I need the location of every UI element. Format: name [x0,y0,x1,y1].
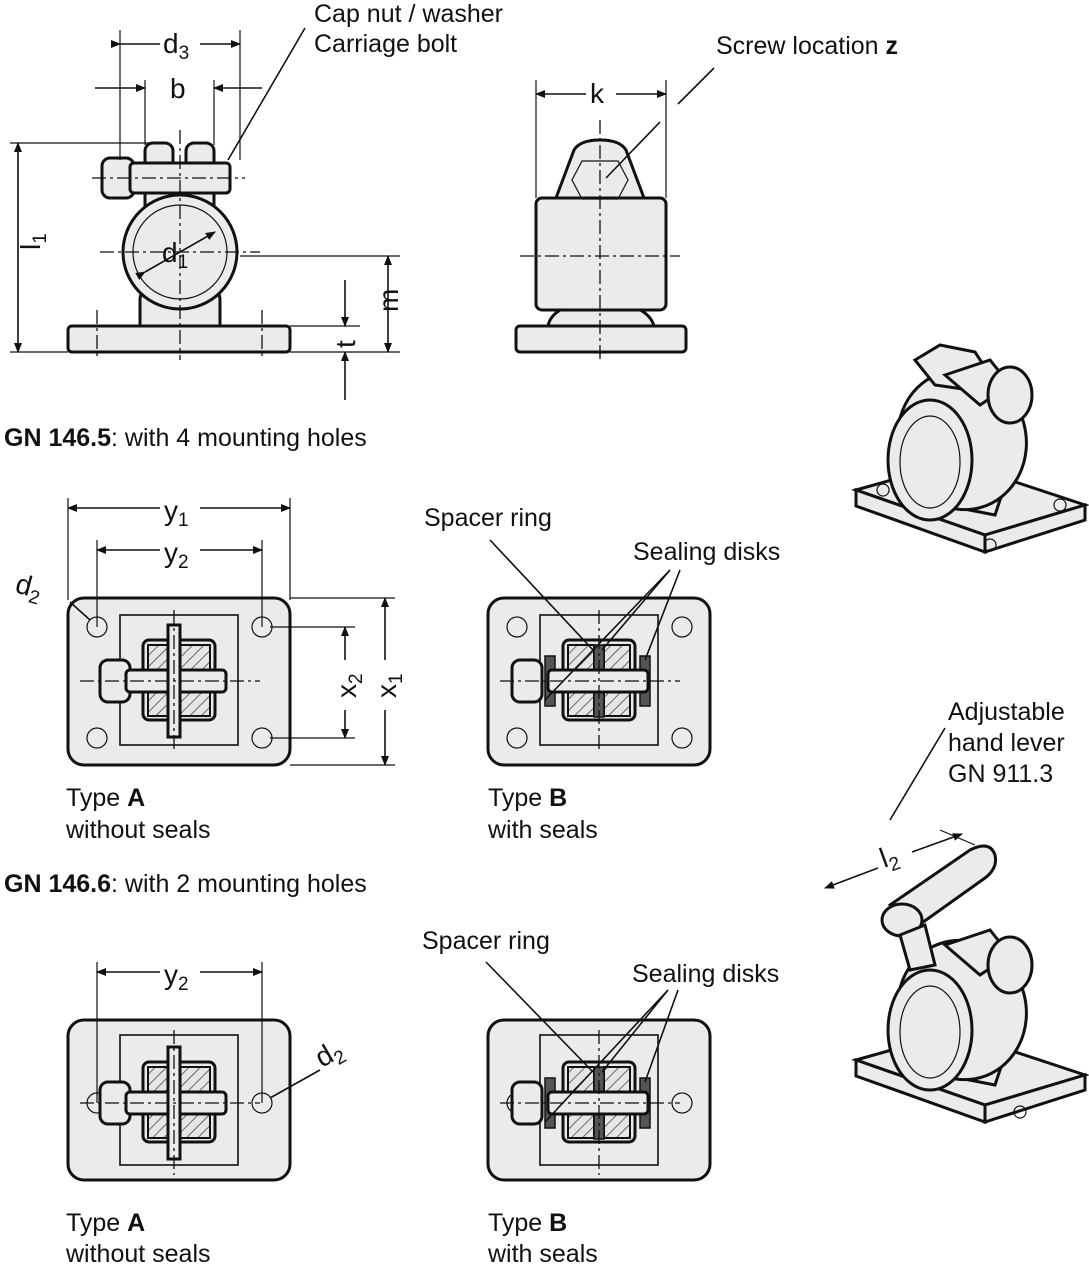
label-y1: y1 [164,495,189,531]
label-d3: d3 [163,28,189,64]
type-b-desc-2: with seals [487,1240,598,1268]
label-t: t [330,340,361,348]
label-d2-b: d2 [310,1033,351,1077]
label-y2-b: y2 [164,959,189,995]
label-cap-nut: Cap nut / washer [314,0,503,28]
label-l2: l2 [875,839,903,879]
heading-gn-146-5: GN 146.5: with 4 mounting holes [4,424,367,452]
spacer-ring-label-2: Spacer ring [422,927,550,955]
label-x2: x2 [331,673,367,698]
type-a-label-1: Type A [66,784,145,812]
iso-view-gn146-6-with-lever [824,727,1089,1125]
type-a-label-2: Type A [66,1209,145,1237]
sealing-disks-label-2: Sealing disks [632,960,779,988]
top-view-type-a-2-holes [66,962,321,1182]
label-b: b [170,73,186,104]
lever-label-line-2: hand lever [948,729,1065,757]
top-view-type-b-2-holes [485,961,712,1182]
lever-label-line-1: Adjustable [948,698,1065,726]
label-m: m [373,289,404,312]
lever-label-line-3: GN 911.3 [948,760,1053,788]
label-l1: l1 [15,233,51,250]
label-x1: x1 [371,673,407,698]
side-view [514,67,715,360]
sealing-disks-label-1: Sealing disks [633,538,780,566]
type-b-label-1: Type B [488,784,567,812]
heading-gn-146-6: GN 146.6: with 2 mounting holes [4,870,367,898]
type-b-desc-1: with seals [487,816,598,844]
label-d1: d1 [162,237,188,273]
top-view-type-a-4-holes [66,498,395,767]
label-screw-location: Screw location z [716,32,898,60]
type-a-desc-2: without seals [65,1240,211,1268]
front-view [10,27,400,400]
iso-view-gn146-5 [851,343,1089,555]
label-y2: y2 [164,537,189,573]
label-k: k [590,78,605,109]
front-base-plate [66,324,292,354]
type-b-label-2: Type B [488,1209,567,1237]
top-view-type-b-4-holes [486,539,712,767]
label-d2: d2 [11,568,46,610]
type-a-desc-1: without seals [65,816,211,844]
label-carriage-bolt: Carriage bolt [314,30,457,58]
spacer-ring-label-1: Spacer ring [424,504,552,532]
